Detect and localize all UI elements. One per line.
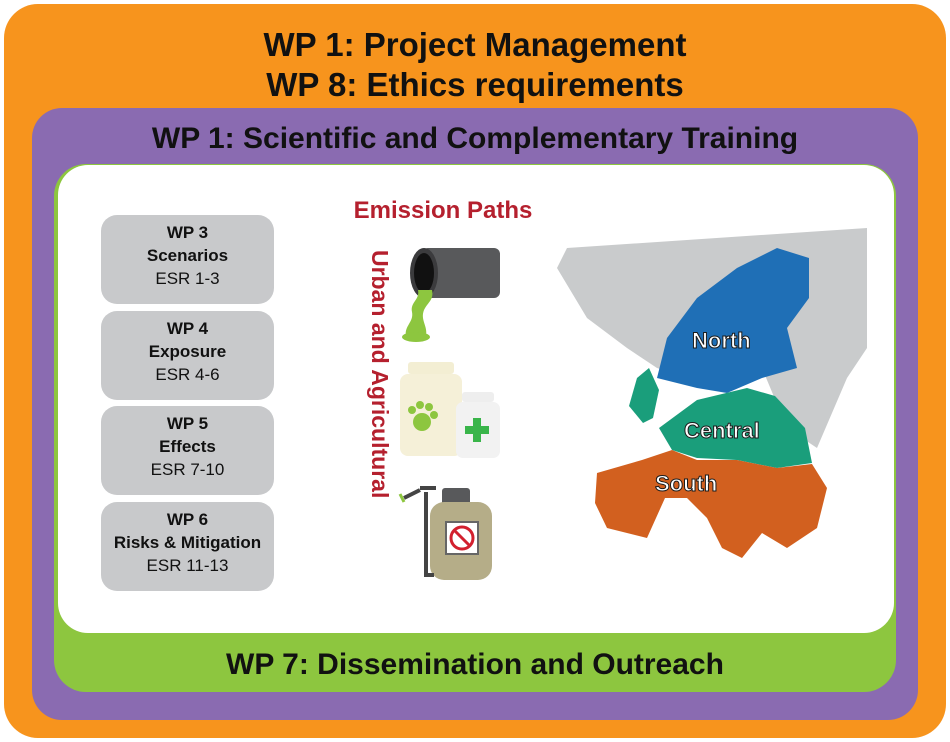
wp-title: Risks & Mitigation [113, 533, 262, 552]
wp-esr: ESR 1-3 [155, 269, 220, 288]
south-region [595, 450, 827, 558]
wp6-box: WP 6 Risks & Mitigation ESR 11-13 [101, 502, 274, 591]
wp-number: WP 5 [166, 414, 209, 433]
wp8-ethics-title: WP 8: Ethics requirements [266, 66, 684, 103]
wp4-box: WP 4 Exposure ESR 4-6 [101, 311, 274, 400]
wp-number: WP 6 [166, 510, 209, 529]
emission-paths-title: Emission Paths [353, 197, 533, 224]
wp-title: Scenarios [146, 246, 229, 265]
urban-agricultural-label: Urban and Agricultural [367, 250, 393, 499]
wp-title: Exposure [148, 342, 227, 361]
wp-title: Effects [159, 437, 216, 456]
north-label: North [692, 328, 752, 354]
wp1-project-management-title: WP 1: Project Management [263, 26, 687, 63]
wp-esr: ESR 4-6 [155, 365, 220, 384]
wp-number: WP 3 [166, 223, 209, 242]
uk-central [629, 368, 659, 423]
wp-esr: ESR 7-10 [150, 460, 225, 479]
central-label: Central [684, 418, 761, 444]
veterinary-medicine-icon [400, 362, 500, 458]
wp5-box: WP 5 Effects ESR 7-10 [101, 406, 274, 495]
wp3-box: WP 3 Scenarios ESR 1-3 [101, 215, 274, 304]
wp7-dissemination-title: WP 7: Dissemination and Outreach [226, 648, 724, 681]
wp-esr: ESR 11-13 [146, 556, 229, 575]
europe-map: North Central South [547, 228, 867, 588]
north-region [657, 248, 809, 393]
central-region [659, 388, 812, 468]
emission-icons [398, 248, 500, 580]
south-label: South [654, 471, 718, 497]
wp-number: WP 4 [166, 319, 209, 338]
pesticide-sprayer-icon [398, 486, 492, 580]
waste-pipe-icon [402, 248, 500, 342]
wp1-training-title: WP 1: Scientific and Complementary Train… [151, 122, 799, 155]
